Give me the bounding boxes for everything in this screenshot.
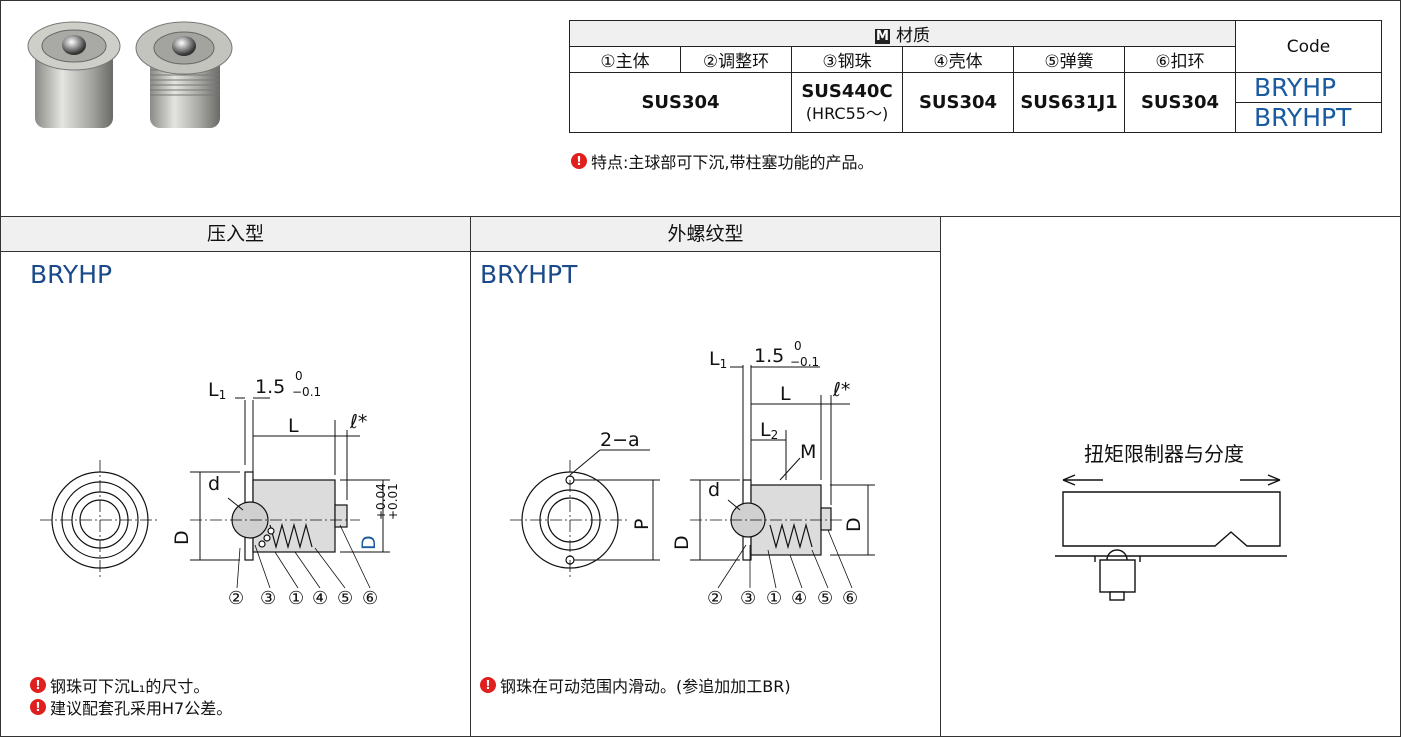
material-badge-icon: M [875,29,890,44]
svg-text:d: d [708,479,720,501]
thread-side-view [690,479,845,561]
press-note: ! 建议配套孔采用H7公差。 [30,695,232,719]
press-type-header: 压入型 [1,217,470,252]
press-ball-depth-dim: 1.5 [255,376,285,398]
material-table: M 材质 Code ①主体 ②调整环 ③钢珠 ④壳体 ⑤弹簧 ⑥扣环 SUS304… [569,20,1382,133]
thread-length-dim: L [780,383,791,405]
code-value[interactable]: BRYHP [1235,72,1382,103]
thread-code-title: BRYHPT [480,260,578,289]
material-header-label: 材质 [896,26,930,46]
svg-text:①: ① [288,588,304,609]
thread-note: ! 钢珠在可动范围内滑动。(参追加加工BR) [480,673,791,697]
part-header: ⑥扣环 [1124,46,1236,73]
material-value-ball: SUS440C (HRC55～) [791,72,903,133]
exclamation-icon: ! [571,153,587,169]
press-note-text: 钢珠可下沉L₁的尺寸。 [50,677,210,696]
part-header: ①主体 [569,46,681,73]
svg-text:+0.01: +0.01 [386,483,400,520]
svg-text:d: d [208,473,220,495]
panel-divider [940,216,941,737]
press-fit-photo [27,21,121,128]
svg-text:P: P [631,519,653,530]
svg-text:②: ② [228,588,244,609]
svg-text:+0.04: +0.04 [374,483,388,520]
material-value-spring: SUS631J1 [1013,72,1125,133]
feature-note: ! 特点:主球部可下沉,带柱塞功能的产品。 [571,149,873,173]
material-header: M 材质 [569,20,1236,47]
thread-type-drawing: L1 1.5 0 −0.1 L ℓ* L2 M 2−a P d D D ② ③ … [510,339,875,609]
threaded-photo [135,21,233,128]
svg-text:③: ③ [260,588,276,609]
svg-text:L1: L1 [208,379,226,402]
exclamation-icon: ! [30,699,46,715]
svg-text:④: ④ [791,588,807,609]
svg-text:ℓ*: ℓ* [349,411,367,433]
svg-text:−0.1: −0.1 [790,355,819,369]
thread-front-view [510,460,630,580]
section-divider [0,216,1401,217]
press-code-title: BRYHP [30,260,113,289]
press-note-text: 建议配套孔采用H7公差。 [50,699,233,718]
exclamation-icon: ! [30,677,46,693]
material-value-body: SUS304 [569,72,792,133]
usage-title: 扭矩限制器与分度 [1084,442,1244,466]
part-header: ③钢珠 [791,46,903,73]
thread-ball-depth-dim: 1.5 [754,345,784,367]
svg-text:M: M [800,441,816,463]
code-value[interactable]: BRYHPT [1235,102,1382,133]
svg-text:④: ④ [312,588,328,609]
material-value-shell: SUS304 [902,72,1014,133]
svg-text:⑥: ⑥ [842,588,858,609]
svg-text:D: D [843,517,865,532]
svg-text:①: ① [766,588,782,609]
svg-text:D: D [358,535,380,550]
svg-text:D: D [671,535,693,550]
exclamation-icon: ! [480,677,496,693]
svg-text:ℓ*: ℓ* [832,379,850,401]
press-length-dim: L [288,415,299,437]
usage-diagram [1055,474,1287,601]
svg-text:②: ② [707,588,723,609]
part-header: ④壳体 [902,46,1014,73]
code-header: Code [1235,20,1382,73]
thread-type-header: 外螺纹型 [471,217,940,252]
feature-note-text: 特点:主球部可下沉,带柱塞功能的产品。 [591,153,874,172]
thread-note-text: 钢珠在可动范围内滑动。(参追加加工BR) [500,677,791,696]
svg-text:2−a: 2−a [600,429,640,451]
svg-text:⑥: ⑥ [362,588,378,609]
svg-text:⑤: ⑤ [337,588,353,609]
ball-hardness: (HRC55～) [805,103,889,123]
svg-text:−0.1: −0.1 [292,385,321,399]
front-view [40,460,160,580]
svg-text:L1: L1 [709,348,727,371]
press-type-drawing: L1 1.5 0 −0.1 L ℓ* d D D +0.04 +0.01 ② ③… [40,369,400,609]
press-note: ! 钢珠可下沉L₁的尺寸。 [30,673,209,697]
svg-text:D: D [171,530,193,545]
product-photos [27,21,233,128]
svg-text:0: 0 [295,369,303,383]
material-value-retainer: SUS304 [1124,72,1236,133]
svg-text:0: 0 [794,339,802,353]
part-header: ②调整环 [680,46,792,73]
svg-text:L2: L2 [760,419,778,442]
svg-text:⑤: ⑤ [817,588,833,609]
svg-text:③: ③ [740,588,756,609]
ball-material: SUS440C [801,80,893,102]
part-header: ⑤弹簧 [1013,46,1125,73]
panel-divider [470,216,471,737]
